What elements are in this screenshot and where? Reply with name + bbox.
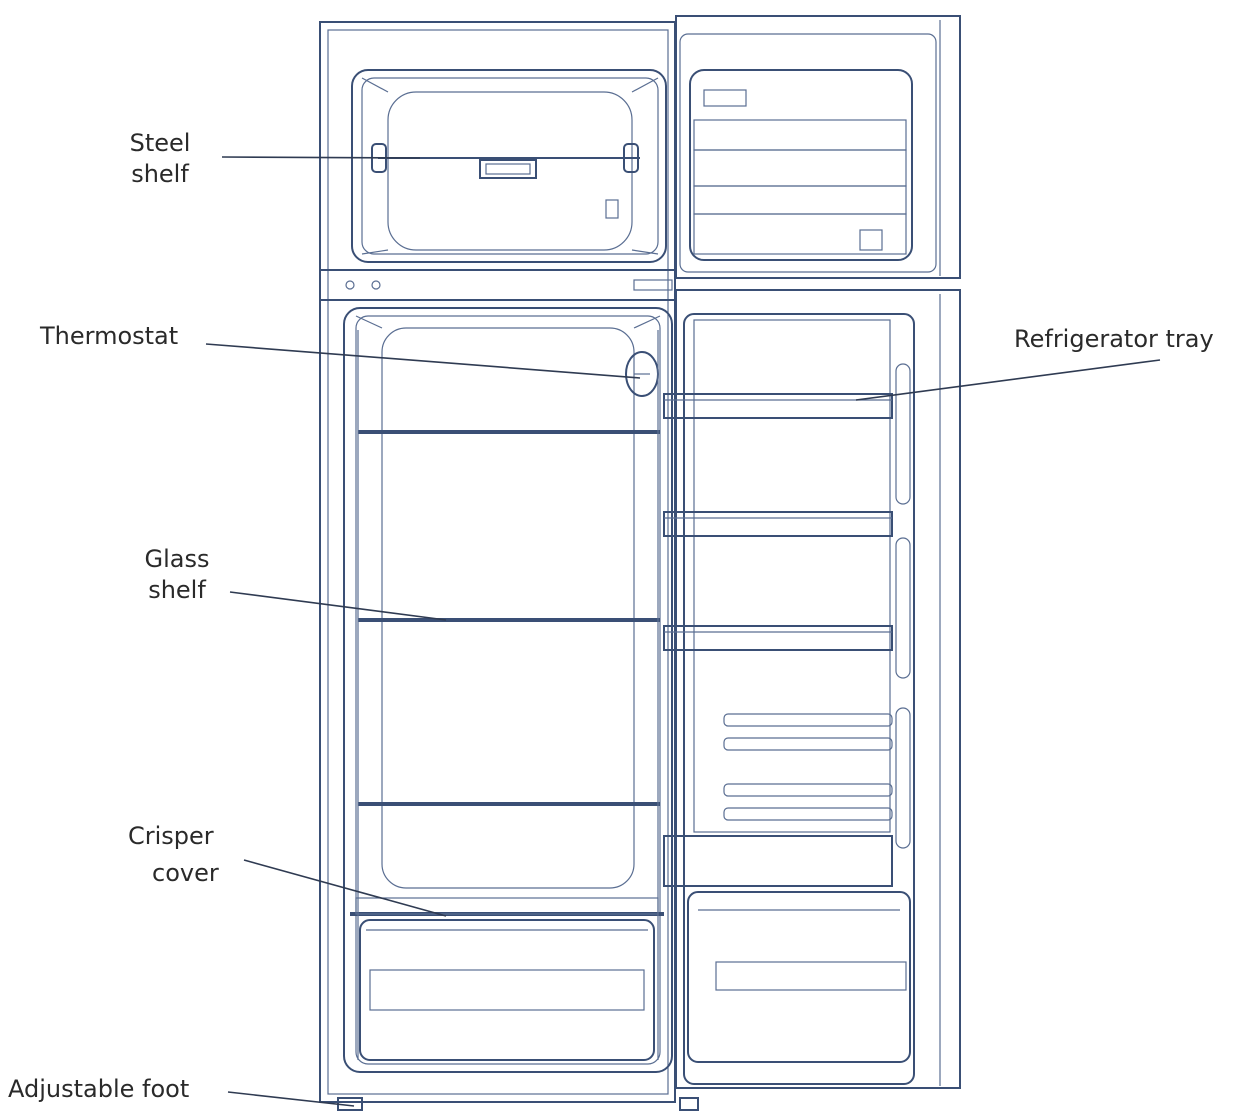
crisper-cover-label-line1: Crisper	[128, 822, 214, 850]
steel-shelf-label-line2: shelf	[131, 160, 189, 188]
refrigerator-tray-label: Refrigerator tray	[1014, 325, 1214, 353]
crisper-cover-label: Crisper cover	[128, 821, 219, 889]
glass-shelf-label-line1: Glass	[144, 545, 210, 573]
cabinet-body	[319, 21, 676, 1103]
fridge-compartment	[343, 307, 673, 1073]
steel-shelf-label: Steel shelf	[110, 128, 210, 190]
adjustable-foot-label: Adjustable foot	[8, 1075, 190, 1103]
adjustable-feet	[337, 1097, 699, 1111]
leader-steel-shelf	[221, 156, 421, 159]
glass-shelf-label-line2: shelf	[148, 576, 206, 604]
fridge-door	[663, 289, 961, 1089]
leader-lines	[205, 156, 1161, 1107]
thermostat-label: Thermostat	[40, 322, 179, 350]
leader-glass-shelf	[229, 591, 447, 621]
glass-shelf-label: Glass shelf	[122, 544, 232, 606]
crisper-cover-label-line2: cover	[152, 859, 219, 887]
leader-refrigerator-tray	[855, 359, 1161, 401]
leader-crisper-cover	[243, 859, 447, 917]
leader-adjustable-foot	[227, 1091, 355, 1107]
freezer-compartment	[351, 69, 667, 263]
steel-shelf-label-line1: Steel	[129, 129, 191, 157]
leader-thermostat	[205, 343, 641, 379]
freezer-door	[675, 15, 961, 279]
